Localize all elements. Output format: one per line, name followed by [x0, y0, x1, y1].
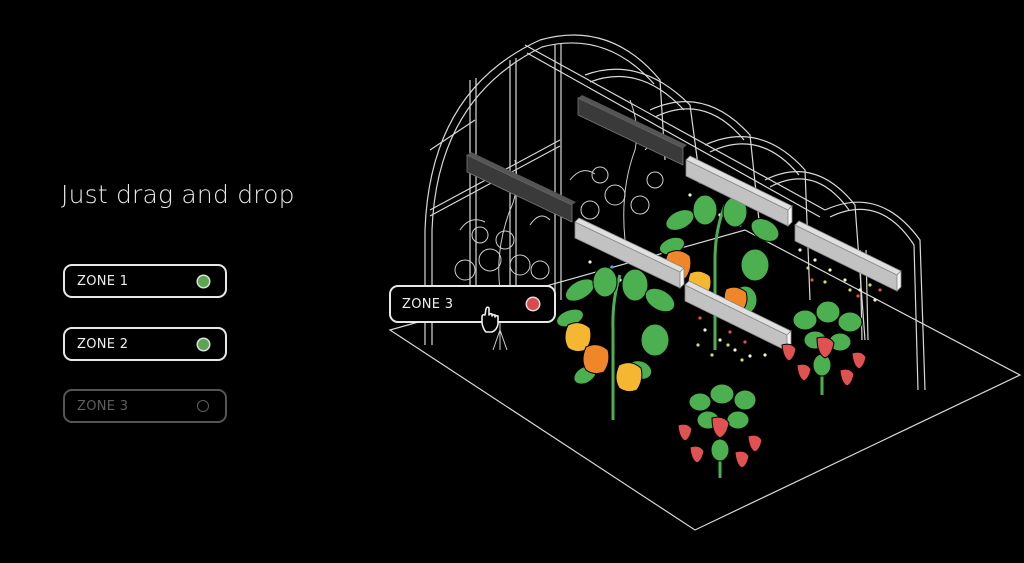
status-dot-green-icon	[198, 338, 209, 350]
strawberry-plant-back	[781, 300, 867, 395]
zone-2-button[interactable]: ZONE 2	[63, 327, 227, 361]
zone-label: ZONE 2	[77, 336, 129, 352]
hand-pointer-icon	[481, 306, 499, 333]
status-dot-green-icon	[198, 275, 209, 287]
floor-outline	[388, 229, 1022, 531]
status-dot-red-icon	[527, 298, 539, 310]
strawberry-plant-front	[677, 383, 763, 478]
pepper-plant-back	[658, 194, 780, 350]
pepper-plant-front	[556, 266, 676, 420]
zone-1-button[interactable]: ZONE 1	[63, 264, 227, 298]
grow-lights-on	[574, 155, 902, 352]
status-dot-empty-icon	[197, 400, 209, 412]
grow-lights-off	[466, 95, 687, 223]
greenhouse-arches	[424, 34, 926, 391]
headline: Just drag and drop	[61, 180, 295, 209]
zone-label: ZONE 3	[77, 398, 129, 414]
zone-3-slot[interactable]: ZONE 3	[63, 389, 227, 423]
zone-label: ZONE 1	[77, 273, 129, 289]
zone-label: ZONE 3	[402, 296, 454, 312]
dragged-zone-3-chip[interactable]: ZONE 3	[389, 285, 556, 323]
